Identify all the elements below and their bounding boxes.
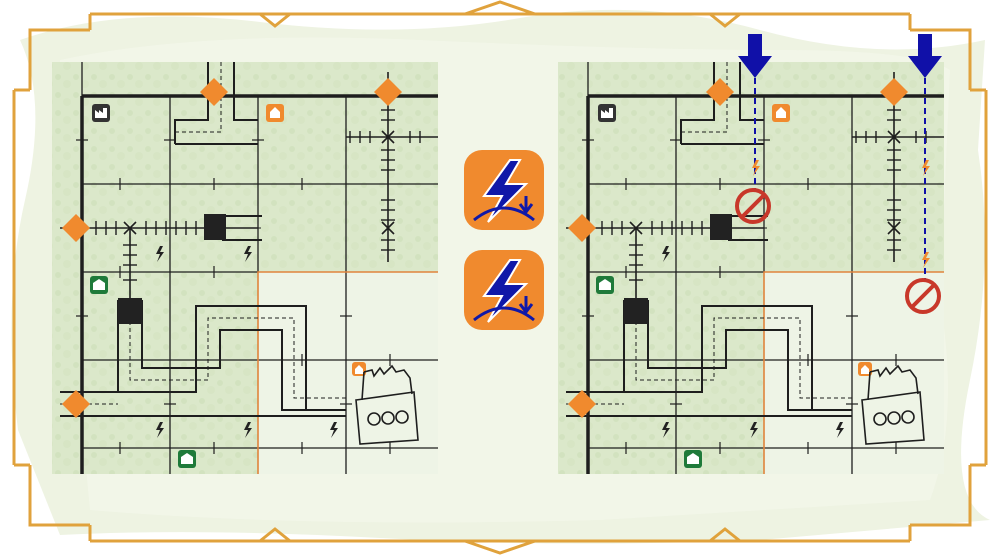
house-icon	[266, 104, 284, 122]
no-entry-icon	[905, 278, 941, 314]
power-station-icon	[684, 450, 702, 468]
power-station-icon	[90, 276, 108, 294]
house-icon	[858, 362, 872, 376]
black-building	[118, 298, 142, 324]
decorative-frame	[12, 0, 988, 555]
black-building	[710, 214, 732, 240]
railroad-tracks	[566, 72, 944, 300]
power-station-icon	[596, 276, 614, 294]
power-station-icon	[178, 450, 196, 468]
generator-sketch-icon	[355, 364, 419, 445]
power-action-icon-top[interactable]	[464, 150, 544, 230]
orange-outline	[763, 271, 944, 474]
generator-sketch-icon	[861, 364, 925, 445]
game-board-left	[52, 62, 438, 474]
house-icon	[772, 104, 790, 122]
lightning-icon	[482, 159, 529, 223]
orange-connectors	[62, 78, 402, 418]
orange-outline	[257, 271, 438, 474]
black-building	[624, 298, 648, 324]
board-region-light	[258, 272, 438, 474]
lightning-marks	[156, 246, 338, 438]
black-building	[204, 214, 226, 240]
down-arrow-icon	[908, 34, 942, 280]
no-entry-icon	[735, 188, 771, 224]
orange-connectors	[568, 78, 908, 418]
power-action-icon-bottom[interactable]	[464, 250, 544, 330]
lightning-icon	[482, 259, 529, 323]
orange-lightning-marks	[752, 160, 930, 268]
game-board-right	[558, 34, 944, 474]
house-icon	[352, 362, 366, 376]
roads	[60, 62, 346, 417]
factory-icon	[598, 104, 616, 122]
lightning-marks	[662, 246, 844, 438]
factory-icon	[92, 104, 110, 122]
